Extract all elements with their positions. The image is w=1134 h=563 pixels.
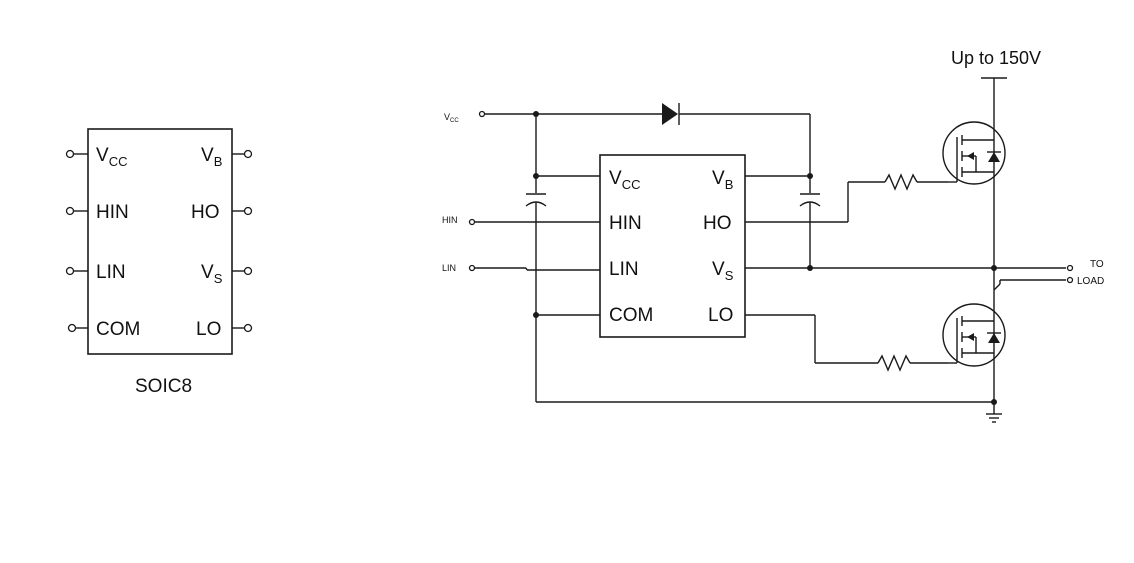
soic8-pin-ho-label: HO bbox=[191, 202, 220, 223]
pin-terminal bbox=[65, 206, 75, 216]
input-lin-terminal bbox=[468, 264, 476, 272]
pin-terminal bbox=[243, 149, 253, 159]
supply-voltage-label: Up to 150V bbox=[951, 48, 1041, 68]
input-lin-label: LIN bbox=[442, 263, 456, 273]
input-vcc-label: VCC bbox=[444, 112, 459, 124]
ground-symbol bbox=[986, 413, 1002, 423]
package-label: SOIC8 bbox=[135, 376, 192, 397]
pin-terminal bbox=[65, 149, 75, 159]
junction-dot bbox=[807, 265, 813, 271]
pin-terminal bbox=[243, 323, 253, 333]
pin-terminal bbox=[243, 266, 253, 276]
high-side-mosfet bbox=[942, 121, 1006, 185]
output-terminal-return bbox=[1066, 276, 1074, 284]
output-label-load: LOAD bbox=[1077, 276, 1104, 287]
pin-terminal bbox=[67, 323, 77, 333]
pin-terminal bbox=[243, 206, 253, 216]
ic-pin-lo-label: LO bbox=[708, 305, 733, 326]
soic8-pin-vs-label: VS bbox=[201, 262, 223, 286]
soic8-left-leads bbox=[65, 149, 88, 333]
soic8-pin-hin-label: HIN bbox=[96, 202, 129, 223]
ic-pin-com-label: COM bbox=[609, 305, 653, 326]
ic-pin-lin-label: LIN bbox=[609, 259, 639, 280]
application-circuit: Up to 150V VCC HIN LIN bbox=[442, 48, 1104, 423]
input-hin-label: HIN bbox=[442, 215, 458, 225]
ic-pin-hin-label: HIN bbox=[609, 213, 642, 234]
output-terminal bbox=[1066, 264, 1074, 272]
pin-terminal bbox=[65, 266, 75, 276]
output-label-to: TO bbox=[1090, 259, 1104, 270]
soic8-package-body bbox=[87, 128, 233, 355]
soic8-pinout: VCC HIN LIN COM VB HO VS LO SOIC8 bbox=[65, 128, 253, 397]
soic8-pin-vb-label: VB bbox=[201, 145, 222, 169]
input-hin-terminal bbox=[468, 218, 476, 226]
driver-ic-body bbox=[599, 154, 746, 338]
bootstrap-diode bbox=[662, 103, 678, 125]
low-side-mosfet bbox=[942, 290, 1006, 367]
ic-pin-vs-label: VS bbox=[712, 259, 734, 283]
ic-pin-ho-label: HO bbox=[703, 213, 732, 234]
soic8-pin-lin-label: LIN bbox=[96, 262, 126, 283]
input-vcc-terminal bbox=[478, 110, 486, 118]
ic-pin-vcc-label: VCC bbox=[609, 168, 640, 192]
soic8-pin-vcc-label: VCC bbox=[96, 145, 127, 169]
low-side-gate-resistor bbox=[877, 354, 911, 372]
ic-pin-vb-label: VB bbox=[712, 168, 733, 192]
high-side-gate-resistor bbox=[884, 173, 918, 191]
soic8-right-leads bbox=[232, 149, 253, 333]
soic8-pin-lo-label: LO bbox=[196, 319, 221, 340]
soic8-pin-com-label: COM bbox=[96, 319, 140, 340]
